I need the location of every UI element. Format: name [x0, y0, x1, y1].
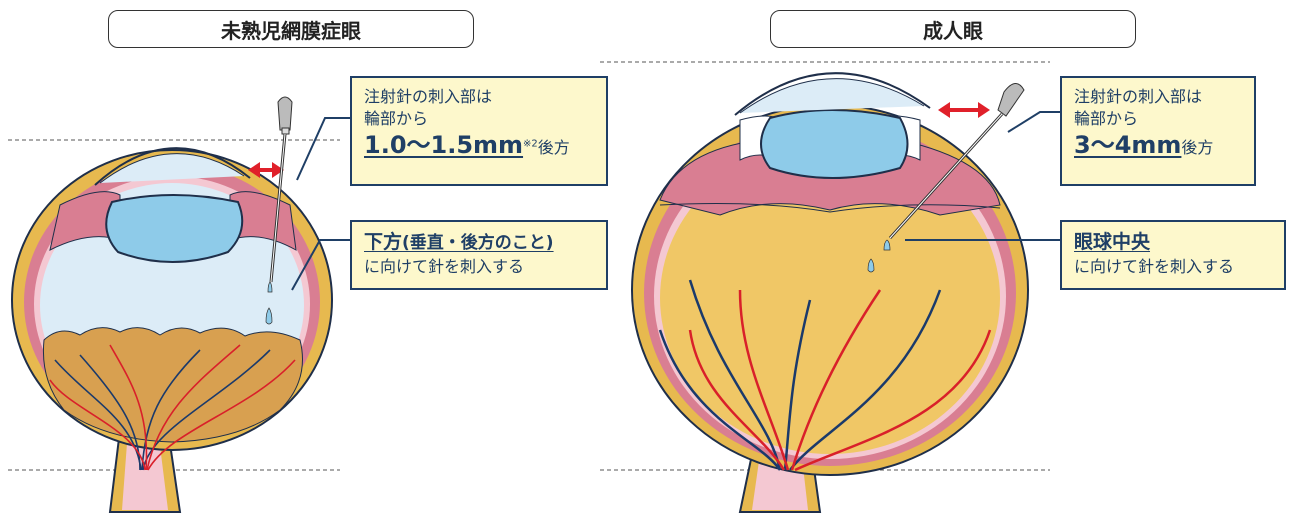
- callout-line: 輪部から: [1074, 108, 1242, 130]
- callout-line: に向けて針を刺入する: [364, 256, 594, 278]
- direction-heading-line: 眼球中央: [1074, 230, 1272, 256]
- infant-direction-callout: 下方(垂直・後方のこと) に向けて針を刺入する: [350, 220, 608, 290]
- adult-limbus-arrow: [938, 102, 990, 118]
- measurement-suffix: 後方: [538, 138, 570, 157]
- right-title: 成人眼: [770, 10, 1136, 48]
- direction-heading-line: 下方(垂直・後方のこと): [364, 230, 594, 256]
- direction-heading: 下方: [364, 231, 402, 253]
- callout-line: 注射針の刺入部は: [364, 86, 594, 108]
- measurement-value: 3〜4mm: [1074, 131, 1181, 159]
- measurement-suffix: 後方: [1181, 138, 1213, 157]
- infant-eye: [12, 97, 350, 512]
- measurement-line: 1.0〜1.5mm※2後方: [364, 129, 594, 161]
- direction-heading-note: (垂直・後方のこと): [402, 233, 554, 253]
- infant-injection-site-callout: 注射針の刺入部は 輪部から 1.0〜1.5mm※2後方: [350, 76, 608, 186]
- direction-heading: 眼球中央: [1074, 231, 1150, 253]
- callout-line: 注射針の刺入部は: [1074, 86, 1242, 108]
- left-title: 未熟児網膜症眼: [108, 10, 474, 48]
- callout-line: 輪部から: [364, 108, 594, 130]
- callout-line: に向けて針を刺入する: [1074, 256, 1272, 278]
- adult-injection-site-callout: 注射針の刺入部は 輪部から 3〜4mm後方: [1060, 76, 1256, 186]
- adult-eye: [632, 73, 1060, 512]
- measurement-line: 3〜4mm後方: [1074, 129, 1242, 161]
- measurement-value: 1.0〜1.5mm: [364, 131, 523, 159]
- footnote-marker: ※2: [523, 139, 538, 150]
- adult-direction-callout: 眼球中央 に向けて針を刺入する: [1060, 220, 1286, 290]
